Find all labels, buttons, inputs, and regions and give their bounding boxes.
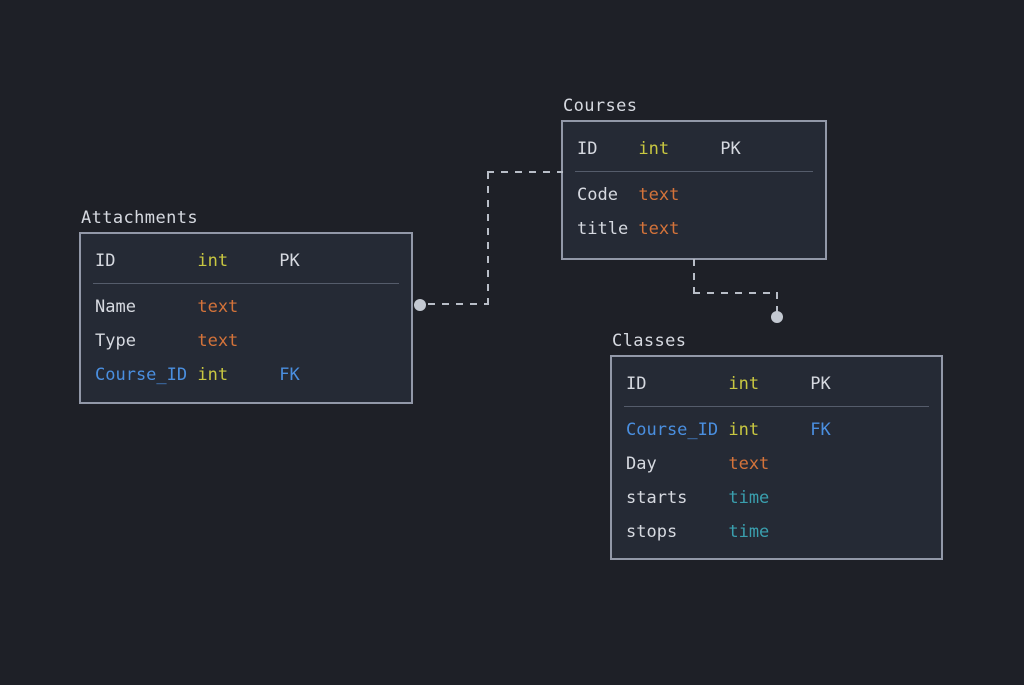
relationship-segment-vertical	[693, 259, 695, 294]
field-type: text	[197, 331, 239, 351]
field-name: Name	[95, 297, 136, 317]
relationship-segment-vertical	[776, 292, 778, 314]
relationship-segment-horizontal	[693, 292, 778, 294]
entity-classes[interactable]: Classes ID int PK Course_ID int FK Day t…	[610, 331, 943, 560]
field-name: ID	[95, 251, 116, 271]
relationship-segment-vertical	[487, 172, 489, 305]
field-name: title	[577, 219, 629, 239]
relationship-segment-horizontal	[487, 171, 563, 173]
field-flag-pk: PK	[279, 251, 300, 271]
field-row-foreign-key[interactable]: Course_ID int FK	[81, 358, 411, 392]
relationship-endpoint-classes[interactable]	[771, 311, 783, 323]
field-type: text	[638, 185, 680, 205]
entity-attachments[interactable]: Attachments ID int PK Name text Type tex…	[79, 208, 413, 404]
field-type: int	[728, 374, 760, 394]
field-name: Course_ID	[95, 365, 188, 385]
field-type: text	[197, 297, 239, 317]
entity-title-classes: Classes	[612, 331, 687, 351]
field-flag-fk: FK	[279, 365, 300, 385]
field-row-primary-key[interactable]: ID int PK	[81, 244, 411, 278]
field-name: Course_ID	[626, 420, 719, 440]
field-name: Day	[626, 454, 657, 474]
relationship-endpoint-attachments[interactable]	[414, 299, 426, 311]
entity-courses[interactable]: Courses ID int PK Code text title text	[561, 96, 827, 260]
field-row[interactable]: starts time	[612, 481, 941, 515]
field-name: Type	[95, 331, 136, 351]
header-separator	[624, 406, 929, 407]
field-row[interactable]: Name text	[81, 290, 411, 324]
relationship-segment-horizontal	[428, 303, 489, 305]
field-name: stops	[626, 522, 678, 542]
field-type: text	[728, 454, 770, 474]
field-row-primary-key[interactable]: ID int PK	[563, 132, 825, 166]
entity-box-attachments: ID int PK Name text Type text Course_ID …	[79, 232, 413, 404]
field-type: int	[197, 251, 229, 271]
field-row[interactable]: Code text	[563, 178, 825, 212]
field-flag-pk: PK	[720, 139, 741, 159]
field-type: int	[197, 365, 229, 385]
field-row[interactable]: title text	[563, 212, 825, 246]
field-row[interactable]: Type text	[81, 324, 411, 358]
field-row-primary-key[interactable]: ID int PK	[612, 367, 941, 401]
field-row-foreign-key[interactable]: Course_ID int FK	[612, 413, 941, 447]
entity-box-classes: ID int PK Course_ID int FK Day text star…	[610, 355, 943, 560]
entity-box-courses: ID int PK Code text title text	[561, 120, 827, 260]
field-row[interactable]: Day text	[612, 447, 941, 481]
field-type: time	[728, 488, 770, 508]
field-flag-pk: PK	[810, 374, 831, 394]
field-name: ID	[626, 374, 647, 394]
field-name: starts	[626, 488, 688, 508]
field-name: Code	[577, 185, 618, 205]
field-type: int	[728, 420, 760, 440]
field-flag-fk: FK	[810, 420, 831, 440]
header-separator	[93, 283, 399, 284]
entity-title-courses: Courses	[563, 96, 638, 116]
header-separator	[575, 171, 813, 172]
entity-title-attachments: Attachments	[81, 208, 198, 228]
field-row[interactable]: stops time	[612, 515, 941, 549]
field-type: text	[638, 219, 680, 239]
field-type: int	[638, 139, 670, 159]
field-name: ID	[577, 139, 598, 159]
field-type: time	[728, 522, 770, 542]
